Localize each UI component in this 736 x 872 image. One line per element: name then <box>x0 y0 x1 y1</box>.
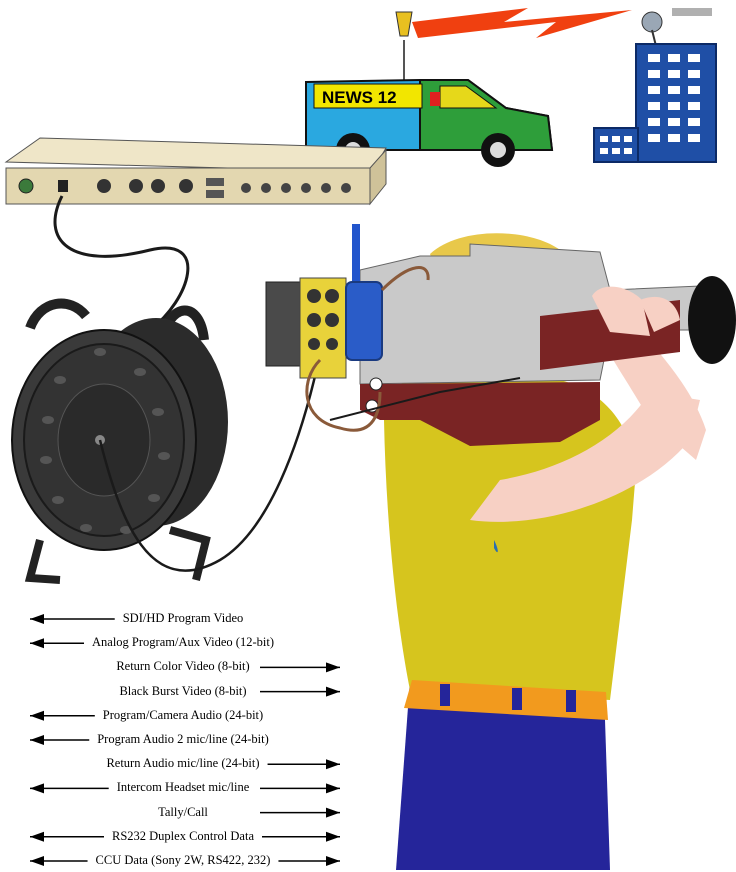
base-station-rack-unit <box>6 138 386 204</box>
studio-building <box>594 8 716 162</box>
signal-label: Intercom Headset mic/line <box>117 780 250 795</box>
signal-label: Program Audio 2 mic/line (24-bit) <box>97 732 269 747</box>
signal-label: Black Burst Video (8-bit) <box>119 684 246 699</box>
rf-link-lightning-icon <box>412 8 632 38</box>
signal-label: Analog Program/Aux Video (12-bit) <box>92 635 274 650</box>
signal-row: CCU Data (Sony 2W, RS422, 232) <box>0 850 360 872</box>
signal-row: Program Audio 2 mic/line (24-bit) <box>0 729 360 751</box>
signal-row: Return Color Video (8-bit) <box>0 656 360 678</box>
signal-row: Intercom Headset mic/line <box>0 777 360 799</box>
signal-label: CCU Data (Sony 2W, RS422, 232) <box>96 853 271 868</box>
signal-label: Return Audio mic/line (24-bit) <box>106 756 259 771</box>
signal-row: Black Burst Video (8-bit) <box>0 681 360 703</box>
signal-row: Return Audio mic/line (24-bit) <box>0 753 360 775</box>
signal-row: SDI/HD Program Video <box>0 608 360 630</box>
cable-reel <box>12 304 228 581</box>
signal-row: Program/Camera Audio (24-bit) <box>0 705 360 727</box>
van-sign-label: NEWS 12 <box>322 88 397 107</box>
signal-label: RS232 Duplex Control Data <box>112 829 254 844</box>
signal-row: Analog Program/Aux Video (12-bit) <box>0 632 360 654</box>
signal-label: Tally/Call <box>158 805 208 820</box>
signal-label: Return Color Video (8-bit) <box>116 659 249 674</box>
signal-row: RS232 Duplex Control Data <box>0 826 360 848</box>
signal-label: Program/Camera Audio (24-bit) <box>103 708 263 723</box>
signal-label: SDI/HD Program Video <box>123 611 244 626</box>
signal-row: Tally/Call <box>0 802 360 824</box>
